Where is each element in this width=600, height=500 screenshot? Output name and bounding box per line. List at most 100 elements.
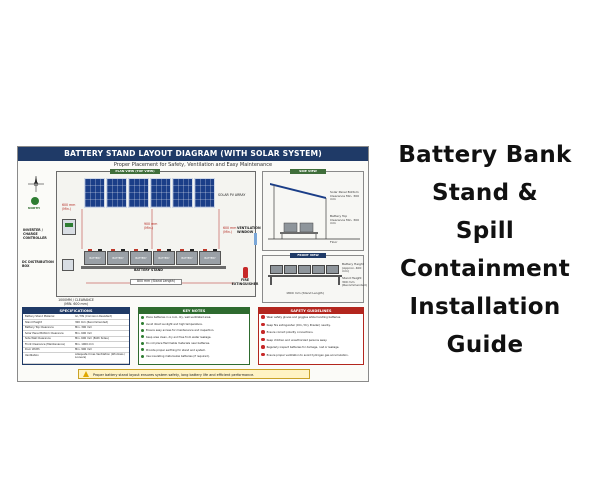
solar-pv-array-label: SOLAR PV ARRAY (218, 193, 246, 197)
spec-value: GI / MS (Corrosion Resistant) (75, 315, 113, 318)
battery: BATTERY (130, 249, 152, 265)
spec-row: Side Wall Clearance Min. 600 mm (Both Sid… (23, 336, 129, 343)
spec-value: Min. 300 mm (75, 326, 93, 329)
battery-stand-bar (81, 266, 226, 269)
key-note-text: Keep area clean, dry and free from water… (146, 335, 212, 339)
compass-label: NORTH (28, 206, 40, 210)
key-note-item: Provide proper earthing for stand and sy… (141, 348, 249, 353)
safety-item: Keep fire extinguisher (CO₂ / Dry Powder… (261, 322, 363, 328)
ventilation-window (254, 233, 257, 245)
front-view-leg (270, 277, 272, 285)
spec-key: Ventilation (25, 353, 39, 357)
compass-icon (27, 175, 45, 193)
key-note-text: Ensure easy access for maintenance and i… (146, 329, 215, 332)
side-view-label: SIDE VIEW (290, 169, 326, 174)
inverter-label: INVERTER / CHARGE CONTROLLER (23, 228, 47, 240)
safety-text: Ensure correct polarity connections. (266, 331, 314, 334)
side-view-drawing (268, 183, 360, 240)
key-note-item: Place batteries in a cool, dry, well-ven… (141, 315, 249, 320)
tree-icon (31, 197, 39, 205)
ventilation-window-label: VENTILATION WINDOW (237, 226, 261, 234)
dc-distribution-box (62, 259, 74, 271)
safety-text: Keep children and unauthorized persons a… (266, 338, 328, 342)
warning-icon (261, 345, 265, 349)
bottom-clearance-label: 1000MM / CLEARANCE (MIN. 600 mm) (58, 298, 94, 306)
spec-value: Min. 600 mm (75, 331, 93, 335)
battery (326, 265, 339, 274)
specifications-title: SPECIFICATIONS (23, 308, 129, 314)
safety-item: Ensure proper ventilation to avoid hydro… (261, 352, 363, 358)
spec-row: Stand Height 300 mm (Recommended) (23, 320, 129, 326)
spec-value: Min. 600 mm (Both Sides) (75, 337, 109, 340)
dim-mid-label: 900 mm (Min.) (144, 222, 158, 230)
spec-value: Min. 1000 mm (75, 342, 94, 346)
safety-list: Wear safety gloves and goggles while han… (259, 314, 363, 364)
warning-icon (261, 330, 265, 334)
check-icon (141, 322, 144, 325)
diagram-subtitle: Proper Placement for Safety, Ventilation… (113, 162, 273, 168)
key-note-item: Ensure easy access for maintenance and i… (141, 328, 249, 333)
spec-key: Front Clearance (Maintenance) (25, 342, 65, 346)
spec-value: Min. 900 mm (75, 348, 93, 351)
front-view-label: FRONT VIEW (290, 253, 326, 258)
check-icon (141, 335, 144, 338)
diagram-banner-title: BATTERY STAND LAYOUT DIAGRAM (WITH SOLAR… (18, 147, 368, 161)
safety-text: Ensure proper ventilation to avoid hydro… (266, 353, 349, 357)
key-note-item: Use insulating mats below batteries (if … (141, 354, 249, 359)
warning-triangle-icon (83, 371, 89, 377)
battery: BATTERY (107, 249, 129, 265)
safety-item: Regularly inspect batteries for damage, … (261, 345, 363, 350)
front-view-stand-note: Stand Height 300 mm (Recommended) (342, 276, 367, 288)
safety-text: Keep fire extinguisher (CO₂ / Dry Powder… (266, 323, 331, 327)
spec-key: Stand Height (25, 320, 42, 324)
safety-item: Ensure correct polarity connections. (261, 330, 363, 335)
side-view-top-note: Solar Panel Bottom Clearance Min. 300 mm (330, 190, 359, 202)
title-line: Stand & (431, 180, 539, 206)
dim-left-label: 600 mm (Min.) (62, 203, 76, 211)
title-line: Guide (446, 332, 524, 358)
warning-icon (261, 352, 265, 357)
battery (298, 265, 311, 274)
fire-extinguisher-label: FIRE EXTINGUISHER (231, 278, 259, 286)
key-note-text: Place batteries in a cool, dry, well-ven… (146, 316, 212, 319)
footer-note-bar: Proper battery stand layout ensures syst… (78, 369, 310, 379)
key-note-item: Avoid direct sunlight and high temperatu… (141, 322, 249, 327)
battery-stand-diagram: BATTERY STAND LAYOUT DIAGRAM (WITH SOLAR… (17, 146, 369, 382)
front-view-leg (338, 277, 340, 285)
key-note-text: Do not place flammable materials near ba… (146, 342, 211, 345)
spec-key: Side Wall Clearance (25, 337, 51, 340)
key-notes-list: Place batteries in a cool, dry, well-ven… (139, 314, 249, 364)
inverter-box (62, 219, 76, 235)
plan-view-label: PLAN VIEW (TOP VIEW) (110, 169, 160, 174)
battery (270, 265, 283, 274)
spec-row: Front Clearance (Maintenance) Min. 1000 m… (23, 342, 129, 348)
battery: BATTERY (153, 249, 175, 265)
key-note-item: Do not place flammable materials near ba… (141, 341, 249, 346)
spec-value: Adequate Cross Ventilation (Windows / Lo… (75, 352, 126, 359)
title-line: Spill (455, 218, 515, 244)
spec-key: Solar Panel Bottom Clearance (25, 331, 64, 335)
solar-panel (194, 178, 215, 208)
solar-panel (172, 178, 193, 208)
battery: BATTERY (199, 249, 221, 265)
battery: BATTERY (176, 249, 198, 265)
battery (312, 265, 325, 274)
check-icon (141, 348, 144, 351)
solar-panel (150, 178, 171, 208)
battery: BATTERY (84, 249, 106, 265)
solar-panel (128, 178, 149, 208)
safety-guidelines-panel: SAFETY GUIDELINES Wear safety gloves and… (258, 307, 364, 365)
key-note-text: Provide proper earthing for stand and sy… (146, 348, 206, 352)
title-line: Installation (409, 294, 561, 320)
key-note-text: Use insulating mats below batteries (if … (146, 355, 210, 358)
front-view-stand (268, 275, 342, 277)
dim-right-label: 600 mm (Min.) (223, 226, 237, 234)
warning-icon (261, 337, 265, 342)
battery (284, 265, 297, 274)
check-icon (141, 341, 144, 345)
spec-value: 300 mm (Recommended) (75, 320, 109, 324)
check-icon (141, 328, 144, 332)
